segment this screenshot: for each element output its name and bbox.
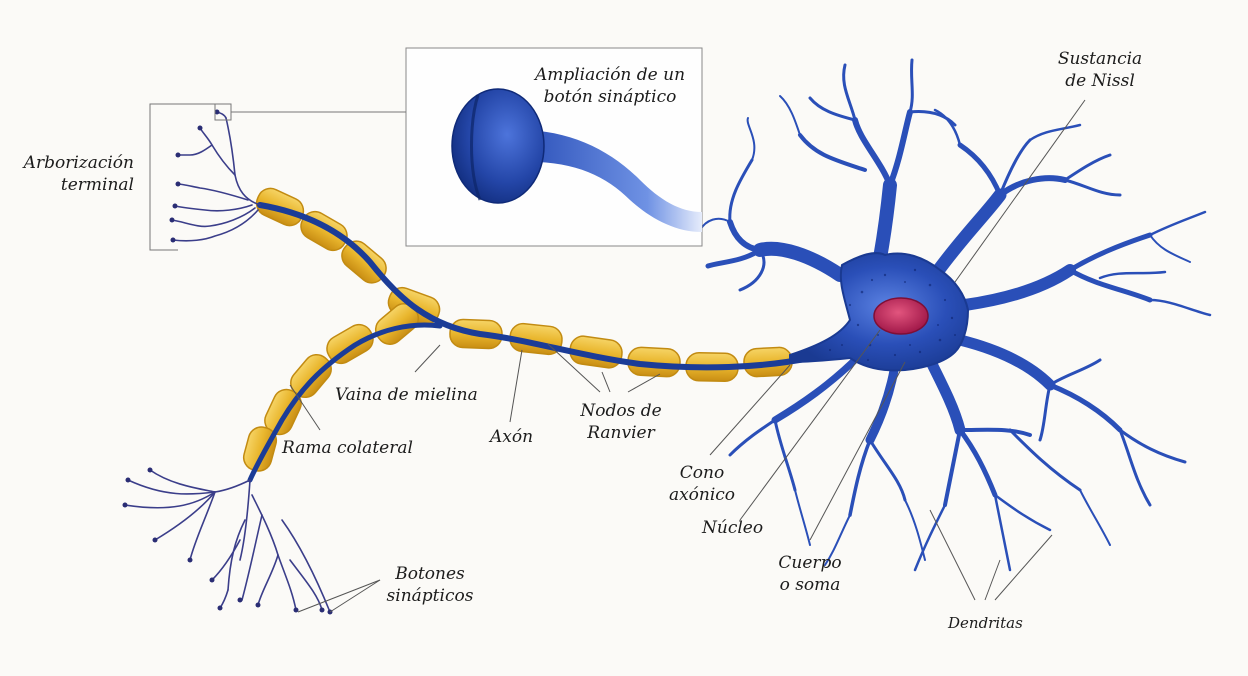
leader-lines <box>289 99 1086 613</box>
cell-body <box>789 252 970 372</box>
axon <box>247 202 813 483</box>
nucleus <box>873 297 929 335</box>
label-dendritas: Dendritas <box>948 614 1023 632</box>
terminal-boutons-top <box>169 109 220 243</box>
label-rama-colateral: Rama colateral <box>282 438 413 458</box>
inset-connector <box>214 103 406 121</box>
dendrites <box>699 58 1212 572</box>
lower-terminal-branches <box>124 469 331 613</box>
label-axon: Axón <box>490 427 534 447</box>
bouton-inset <box>405 47 703 247</box>
terminal-arborization <box>171 111 261 242</box>
label-nucleo: Núcleo <box>702 518 764 538</box>
synaptic-boutons <box>122 467 333 615</box>
nissl-substance <box>828 268 956 361</box>
label-vaina-mielina: Vaina de mielina <box>335 385 478 405</box>
arborization-bracket <box>149 103 215 251</box>
